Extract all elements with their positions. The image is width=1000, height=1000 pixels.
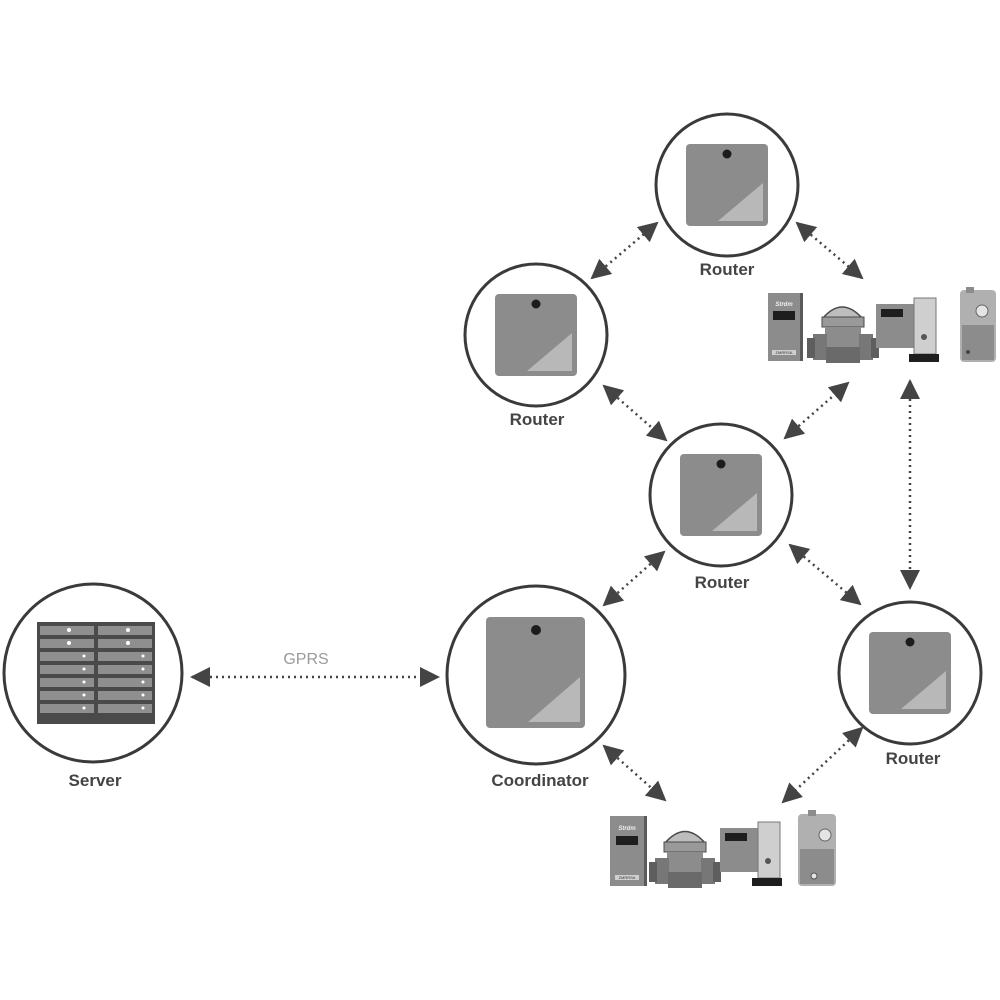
server-label: Server xyxy=(68,771,122,790)
meter-plate-text: ZMRRSA xyxy=(619,875,636,880)
link-router-middle-coordinator xyxy=(602,550,666,607)
coordinator-node xyxy=(445,584,627,766)
gas-meter-icon xyxy=(960,287,996,362)
link-router-right-devices xyxy=(781,726,864,804)
router-left-node xyxy=(463,262,609,408)
link-router-left-router-middle xyxy=(602,384,668,442)
server-node xyxy=(2,582,184,764)
router-top-label: Router xyxy=(699,260,755,279)
coordinator-device-icon xyxy=(486,617,585,728)
router-top-node xyxy=(654,112,800,258)
router-middle-label: Router xyxy=(694,573,750,592)
link-router-top-devices xyxy=(795,221,864,280)
heat-meter-icon xyxy=(876,297,939,362)
upper-meter-group: Strdm ZMRRSA xyxy=(768,287,996,363)
link-router-left-router-top xyxy=(590,221,659,280)
water-meter-icon xyxy=(649,830,721,888)
router-right-label: Router xyxy=(885,749,941,768)
water-meter-icon xyxy=(807,306,879,363)
server-rack-icon xyxy=(37,622,155,724)
meter-brand-text: Strdm xyxy=(775,302,793,308)
heat-meter-icon xyxy=(720,821,782,886)
electricity-meter-icon: Strdm ZMRRSA xyxy=(610,816,647,886)
gas-meter-icon xyxy=(798,810,836,886)
router-device-icon xyxy=(495,294,577,376)
router-device-icon xyxy=(680,454,762,536)
router-device-icon xyxy=(686,144,768,226)
router-right-node xyxy=(837,600,983,746)
lower-meter-group: Strdm ZMRRSA xyxy=(610,810,836,888)
meter-plate-text: ZMRRSA xyxy=(776,350,793,355)
links xyxy=(190,221,920,804)
gprs-link-label: GPRS xyxy=(283,651,329,668)
router-device-icon xyxy=(869,632,951,714)
router-left-label: Router xyxy=(509,410,565,429)
link-coordinator-devices xyxy=(602,744,667,802)
meter-brand-text: Strdm xyxy=(618,826,636,832)
router-middle-node xyxy=(648,422,794,568)
coordinator-label: Coordinator xyxy=(491,771,589,790)
electricity-meter-icon: Strdm ZMRRSA xyxy=(768,293,803,361)
link-router-middle-router-right xyxy=(788,543,862,606)
link-router-middle-devices xyxy=(783,381,850,440)
